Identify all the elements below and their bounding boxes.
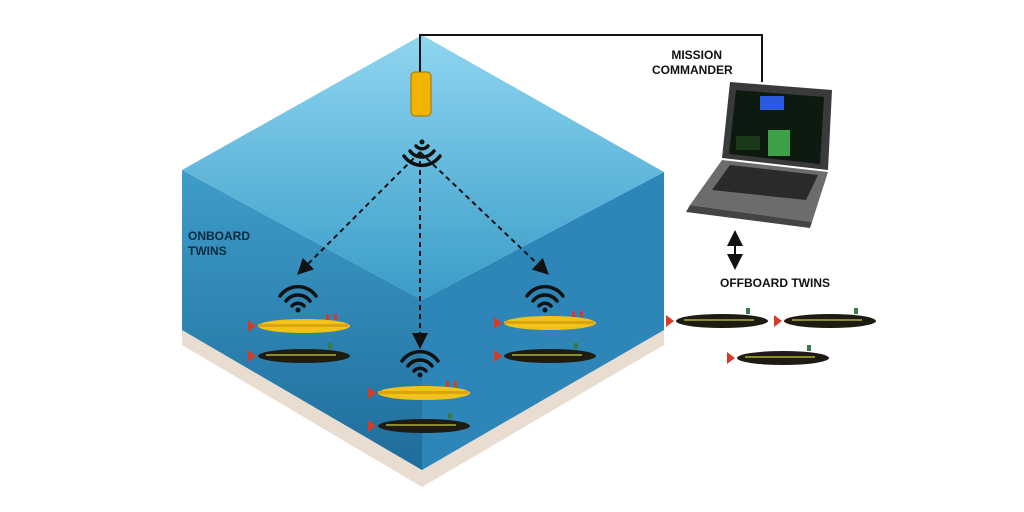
- buoy: [410, 71, 432, 117]
- mission-label-line1: MISSION: [671, 48, 722, 62]
- offboard-auv-1: [666, 308, 768, 328]
- mission-label-line2: COMMANDER: [652, 63, 733, 77]
- offboard-auv-2: [774, 308, 876, 328]
- water-surface: [182, 35, 664, 300]
- acoustic-links: [297, 151, 549, 349]
- onboard-label-line2: TWINS: [188, 244, 227, 258]
- laptop-icon: [686, 82, 832, 228]
- onboard-label-line1: ONBOARD: [188, 229, 250, 243]
- offboard-twins-label: OFFBOARD TWINS: [720, 276, 830, 290]
- onboard-twins-label: ONBOARD TWINS: [188, 229, 250, 259]
- mission-commander-label: MISSION COMMANDER: [652, 48, 733, 78]
- comm-cable: [419, 34, 763, 82]
- offboard-auv-3: [727, 345, 829, 365]
